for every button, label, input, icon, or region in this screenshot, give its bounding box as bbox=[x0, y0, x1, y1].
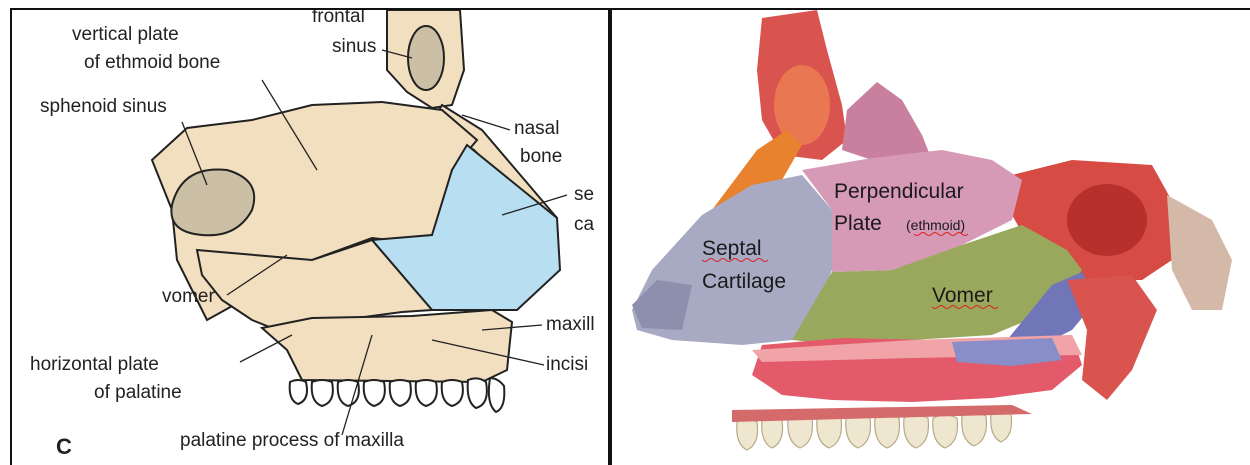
teeth-group bbox=[290, 378, 505, 412]
label-nasal-2: bone bbox=[520, 146, 562, 167]
label-vertical-plate-2: of ethmoid bone bbox=[84, 52, 220, 73]
palate-shape bbox=[262, 310, 512, 382]
sphenoid-sinus-color bbox=[1067, 184, 1147, 256]
label-maxilla: maxill bbox=[546, 314, 595, 335]
frontal-sinus-shape bbox=[408, 26, 444, 90]
label-horizontal-plate-2: of palatine bbox=[94, 382, 182, 403]
palate-blue bbox=[952, 338, 1062, 366]
label-nasal-1: nasal bbox=[514, 118, 559, 139]
label-septal-2: Cartilage bbox=[702, 270, 786, 293]
label-septal-1: Septal bbox=[702, 237, 762, 260]
label-sphenoid-sinus: sphenoid sinus bbox=[40, 96, 167, 117]
label-incisive: incisi bbox=[546, 354, 588, 375]
label-perp-2: Plate bbox=[834, 212, 882, 235]
septal-tip bbox=[632, 280, 692, 330]
label-perp-3: (ethmoid) bbox=[906, 217, 965, 233]
label-vertical-plate-1: vertical plate bbox=[72, 24, 179, 45]
label-septal-1: se bbox=[574, 184, 594, 205]
posterior-red bbox=[1067, 275, 1157, 400]
label-horizontal-plate-1: horizontal plate bbox=[30, 354, 159, 375]
label-vomer: vomer bbox=[162, 286, 215, 307]
left-septum-drawing: frontal sinus vertical plate of ethmoid … bbox=[12, 10, 608, 465]
label-palatine-process: palatine process of maxilla bbox=[180, 430, 404, 451]
right-diagram-panel: Septal Cartilage Perpendicular Plate (et… bbox=[612, 8, 1250, 465]
frontal-sinus-color bbox=[774, 65, 830, 145]
upper-pink bbox=[842, 82, 932, 160]
right-septum-illustration: Septal Cartilage Perpendicular Plate (et… bbox=[612, 10, 1250, 465]
label-frontal-2: sinus bbox=[332, 36, 376, 57]
label-vomer: Vomer bbox=[932, 284, 993, 307]
label-perp-1: Perpendicular bbox=[834, 180, 964, 203]
panel-letter: C bbox=[56, 434, 72, 459]
label-frontal-1: frontal bbox=[312, 10, 365, 27]
left-diagram-panel: frontal sinus vertical plate of ethmoid … bbox=[10, 8, 608, 465]
label-septal-2: ca bbox=[574, 214, 595, 235]
sphenoid-outer bbox=[1167, 195, 1232, 310]
